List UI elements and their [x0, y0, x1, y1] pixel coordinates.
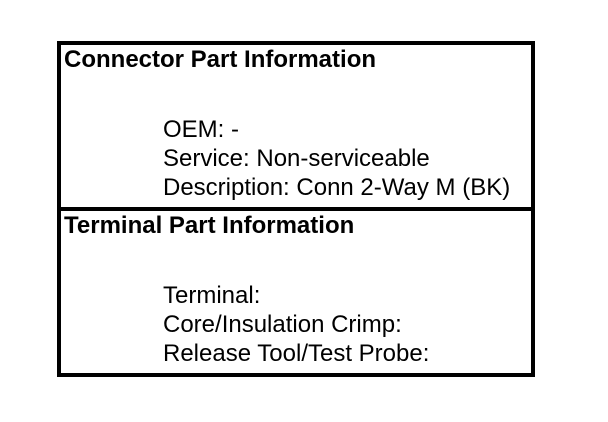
part-information-panel: Connector Part Information OEM: - Servic… [57, 41, 535, 377]
connector-section-body: OEM: - Service: Non-serviceable Descript… [163, 115, 510, 202]
core-insulation-crimp-line: Core/Insulation Crimp: [163, 311, 402, 338]
terminal-section-body: Terminal: Core/Insulation Crimp: Release… [163, 281, 429, 368]
release-tool-test-probe-line: Release Tool/Test Probe: [163, 340, 430, 367]
terminal-line: Terminal: [163, 282, 261, 309]
connector-part-information-section: Connector Part Information OEM: - Servic… [61, 45, 531, 207]
connector-oem-line: OEM: - [163, 116, 239, 143]
connector-service-line: Service: Non-serviceable [163, 145, 430, 172]
connector-section-title: Connector Part Information [64, 46, 377, 73]
terminal-section-title: Terminal Part Information [64, 212, 355, 239]
terminal-part-information-section: Terminal Part Information Terminal: Core… [61, 207, 531, 373]
connector-description-line: Description: Conn 2-Way M (BK) [163, 174, 511, 201]
